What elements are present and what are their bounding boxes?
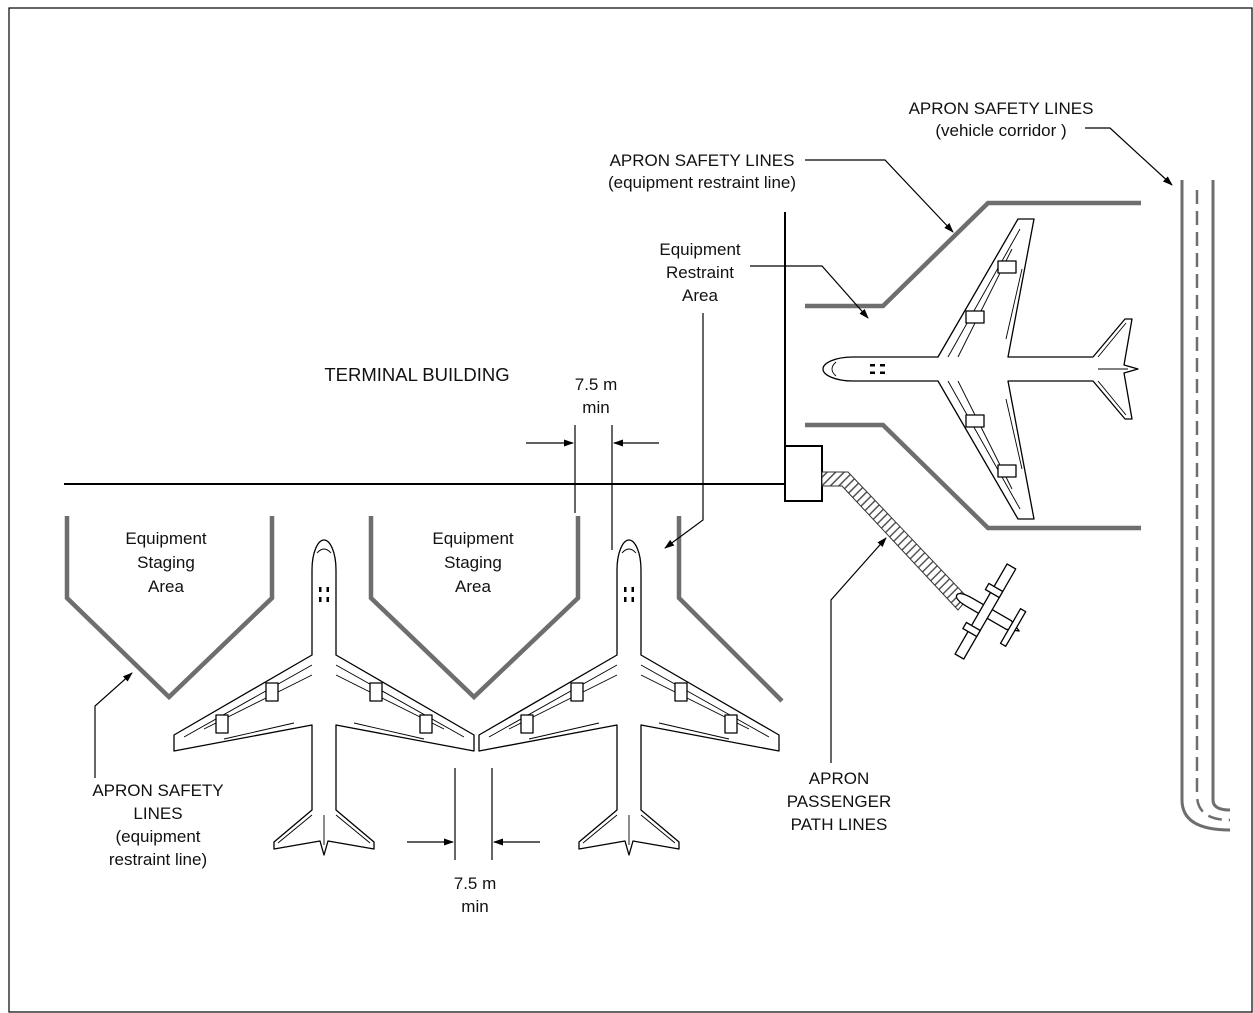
staging-mid-label-2: Staging <box>444 553 502 572</box>
restraint-bottom-label-3: (equipment <box>115 827 200 846</box>
staging-bay-right <box>676 516 784 703</box>
passenger-path <box>821 471 969 611</box>
staging-left-label-1: Equipment <box>125 529 207 548</box>
restraint-bottom-label-4: restraint line) <box>109 850 207 869</box>
terminal-building-label: TERMINAL BUILDING <box>324 364 509 385</box>
staging-bay-left <box>64 516 275 701</box>
staging-bay-middle <box>368 516 581 701</box>
clearance-top-label-1: 7.5 m <box>575 375 618 394</box>
leader-vehicle-corridor <box>1085 127 1173 186</box>
vehicle-corridor-label-1: APRON SAFETY LINES <box>909 99 1094 118</box>
staging-mid-label-1: Equipment <box>432 529 514 548</box>
leader-restraint-area-middle <box>664 313 704 549</box>
staging-mid-label-3: Area <box>455 577 491 596</box>
restraint-line-bottom <box>805 422 1141 531</box>
restraint-area-label-2: Restraint <box>666 263 734 282</box>
restraint-bottom-label-2: LINES <box>133 804 182 823</box>
leader-restraint-bottom <box>94 672 133 778</box>
restraint-top-label-1: APRON SAFETY LINES <box>610 151 795 170</box>
staging-left-label-3: Area <box>148 577 184 596</box>
passenger-path-label-1: APRON <box>809 769 869 788</box>
restraint-bottom-label-1: APRON SAFETY <box>92 781 223 800</box>
clearance-top-label-2: min <box>582 398 609 417</box>
leader-restraint-top <box>805 159 954 233</box>
restraint-area-label-3: Area <box>682 286 718 305</box>
vehicle-corridor-label-2: (vehicle corridor ) <box>935 121 1066 140</box>
aircraft-turboprop <box>930 549 1046 677</box>
passenger-path-label-3: PATH LINES <box>791 815 888 834</box>
aircraft-middle <box>478 539 780 856</box>
restraint-area-label-1: Equipment <box>659 240 741 259</box>
page-border <box>8 7 1253 1013</box>
restraint-line-top <box>805 200 1141 309</box>
restraint-top-label-2: (equipment restraint line) <box>608 173 796 192</box>
leader-passenger-path <box>830 537 887 763</box>
staging-left-label-2: Staging <box>137 553 195 572</box>
leader-restraint-area-right <box>750 265 869 319</box>
aircraft-right <box>822 218 1139 520</box>
aircraft-left <box>173 539 475 856</box>
passenger-path-label-2: PASSENGER <box>787 792 892 811</box>
clearance-bottom-label-2: min <box>461 897 488 916</box>
jet-bridge-head <box>784 445 823 502</box>
vehicle-corridor <box>1180 180 1231 832</box>
clearance-bottom-label-1: 7.5 m <box>454 874 497 893</box>
